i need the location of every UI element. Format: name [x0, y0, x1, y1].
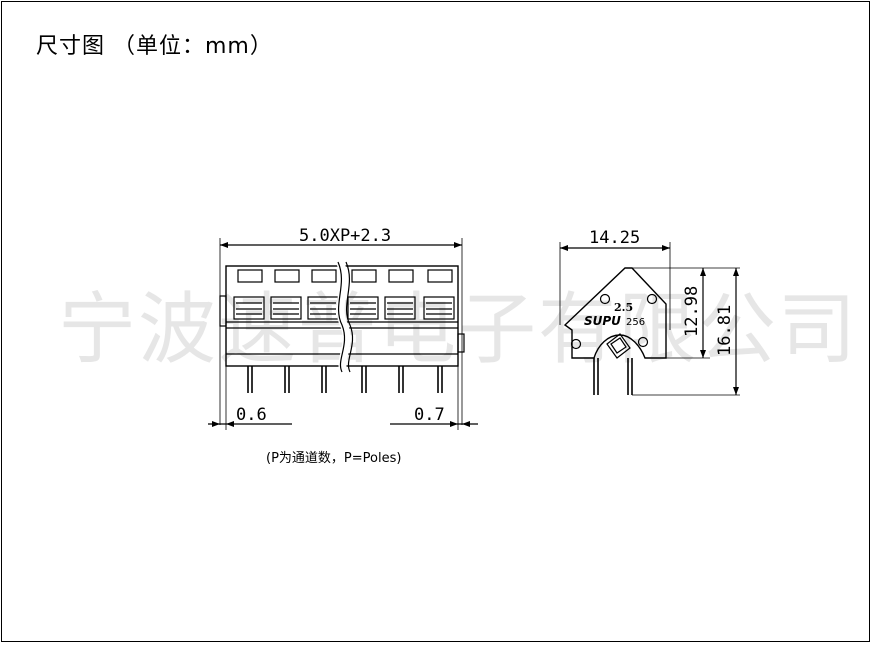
side-lever-inner: [610, 337, 627, 354]
page-title: 尺寸图 （单位：mm）: [36, 34, 273, 59]
pole-2: [270, 269, 302, 393]
left-tab: [219, 295, 227, 327]
offset-right-arrow-b: [462, 421, 470, 427]
break-gap: [336, 260, 351, 374]
dim-height-total: 16.81: [715, 305, 735, 356]
pole-1: [233, 269, 265, 393]
height-total-arrow-top: [733, 268, 739, 276]
offset-left-arrow-b: [226, 421, 234, 427]
dim-right-offset: 0.7: [414, 405, 445, 425]
side-hole-1: [599, 293, 611, 305]
side-lever: [606, 333, 631, 359]
front-view: [208, 238, 478, 430]
poles-note: (P为通道数，P=Poles): [266, 451, 401, 466]
right-tab: [457, 333, 465, 353]
side-width-arrow-right: [662, 245, 670, 251]
marking-brand: SUPU: [584, 314, 621, 328]
side-hole-4: [637, 336, 649, 348]
dim-left-offset: 0.6: [236, 405, 267, 425]
dim-side-width: 14.25: [589, 228, 640, 248]
pole-6: [423, 269, 455, 393]
dim-overall-length: 5.0XP+2.3: [299, 226, 391, 246]
pole-4: [347, 269, 379, 393]
offset-right-arrow-a: [450, 421, 458, 427]
break-line-left: [337, 261, 346, 373]
height-inner-arrow-bottom: [700, 350, 706, 358]
pole-5: [384, 269, 416, 393]
height-total-arrow-bottom: [733, 387, 739, 395]
watermark-text: 宁波速普电子有限公司: [58, 285, 858, 375]
side-hole-2: [646, 293, 658, 305]
side-view: [559, 242, 740, 396]
height-inner-arrow-top: [700, 268, 706, 276]
side-hole-3: [570, 338, 582, 350]
overall-dim-arrow-left: [220, 242, 228, 248]
dim-height-inner: 12.98: [682, 286, 702, 337]
marking-model: 256: [626, 317, 645, 328]
side-width-arrow-left: [560, 245, 568, 251]
marking-pitch: 2.5: [614, 301, 633, 314]
offset-left-arrow-a: [212, 421, 220, 427]
break-line-right: [345, 261, 354, 373]
overall-dim-arrow-right: [454, 242, 462, 248]
